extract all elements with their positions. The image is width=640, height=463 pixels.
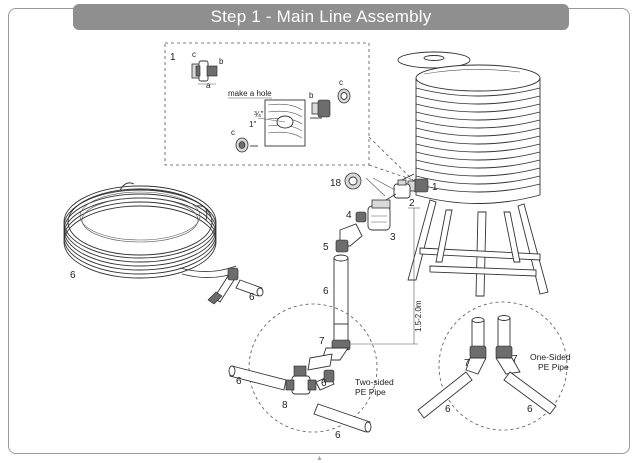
callout-7-one-sided-b: 7: [512, 354, 518, 365]
callout-6-two-sided-b: 6: [321, 378, 327, 389]
callout-7-two-sided: 7: [319, 336, 325, 347]
detail-label-c-bottom: c: [231, 128, 235, 137]
two-sided-assembly: [228, 323, 372, 433]
callout-6-vertical: 6: [323, 286, 329, 297]
tank-connector-detail: [191, 60, 218, 85]
adapter-b-detail: [310, 99, 331, 119]
one-sided-circle: [438, 301, 568, 431]
pipe-piece: [235, 279, 264, 297]
callout-6-one-sided-a: 6: [445, 404, 451, 415]
callout-5: 5: [323, 242, 329, 253]
callout-4: 4: [346, 210, 352, 221]
pipe-cutter: [207, 267, 239, 305]
ring-c-detail: [337, 88, 351, 104]
callout-6-two-sided-a: 6: [236, 376, 242, 387]
water-tank: [397, 51, 541, 204]
detail-box: [164, 42, 370, 166]
two-sided-label-line-1: Two-sided: [355, 377, 394, 387]
hole-caption: make a hole: [228, 89, 272, 98]
filter: [367, 193, 397, 231]
one-sided-label-line-1: One-Sided: [530, 352, 571, 362]
washer-18: [344, 172, 362, 190]
callout-18: 18: [330, 178, 342, 189]
callout-6-coil: 6: [70, 270, 76, 281]
detail-label-c-top: c: [192, 50, 196, 59]
callout-7-one-sided-a: 7: [464, 358, 470, 369]
pe-pipe-coil: [63, 182, 239, 279]
detail-label-1: 1: [170, 52, 176, 63]
callout-6-two-sided-c: 6: [335, 430, 341, 441]
vertical-pipe: [333, 254, 349, 325]
detail-label-b-right: b: [309, 91, 314, 100]
one-sided-label-line-2: PE Pipe: [538, 362, 569, 372]
tank-stand: [407, 199, 549, 297]
callout-6-piece: 6: [249, 292, 255, 303]
elbow-5: [335, 223, 363, 253]
callout-1: 1: [432, 182, 438, 193]
callout-2: 2: [409, 198, 415, 209]
tank-connector: [407, 178, 429, 193]
nut-c-detail: [235, 137, 258, 153]
callout-8: 8: [282, 400, 288, 411]
one-sided-assembly: [417, 315, 557, 419]
dim-one-inch: 1": [249, 120, 256, 129]
title-bar: Step 1 - Main Line Assembly: [73, 4, 569, 30]
two-sided-label-line-2: PE Pipe: [355, 387, 386, 397]
detail-leader-2: [368, 136, 419, 186]
detail-label-b-top: b: [219, 57, 224, 66]
detail-label-c-right: c: [339, 78, 343, 87]
callout-3: 3: [390, 232, 396, 243]
tank-lid: [397, 51, 471, 69]
adapter-4: [355, 211, 367, 223]
scroll-indicator-icon: ▲: [316, 455, 323, 462]
height-label: 1.5-2.0m: [414, 300, 423, 332]
detail-label-a: a: [206, 81, 211, 90]
page-title: Step 1 - Main Line Assembly: [210, 7, 432, 26]
two-sided-circle: [248, 303, 378, 433]
ball-valve: [393, 173, 415, 199]
detail-leader: [368, 164, 429, 186]
tank-wall-detail: [257, 99, 306, 147]
dim-three-quarter: ¾": [254, 110, 264, 119]
callout-6-one-sided-b: 6: [527, 404, 533, 415]
